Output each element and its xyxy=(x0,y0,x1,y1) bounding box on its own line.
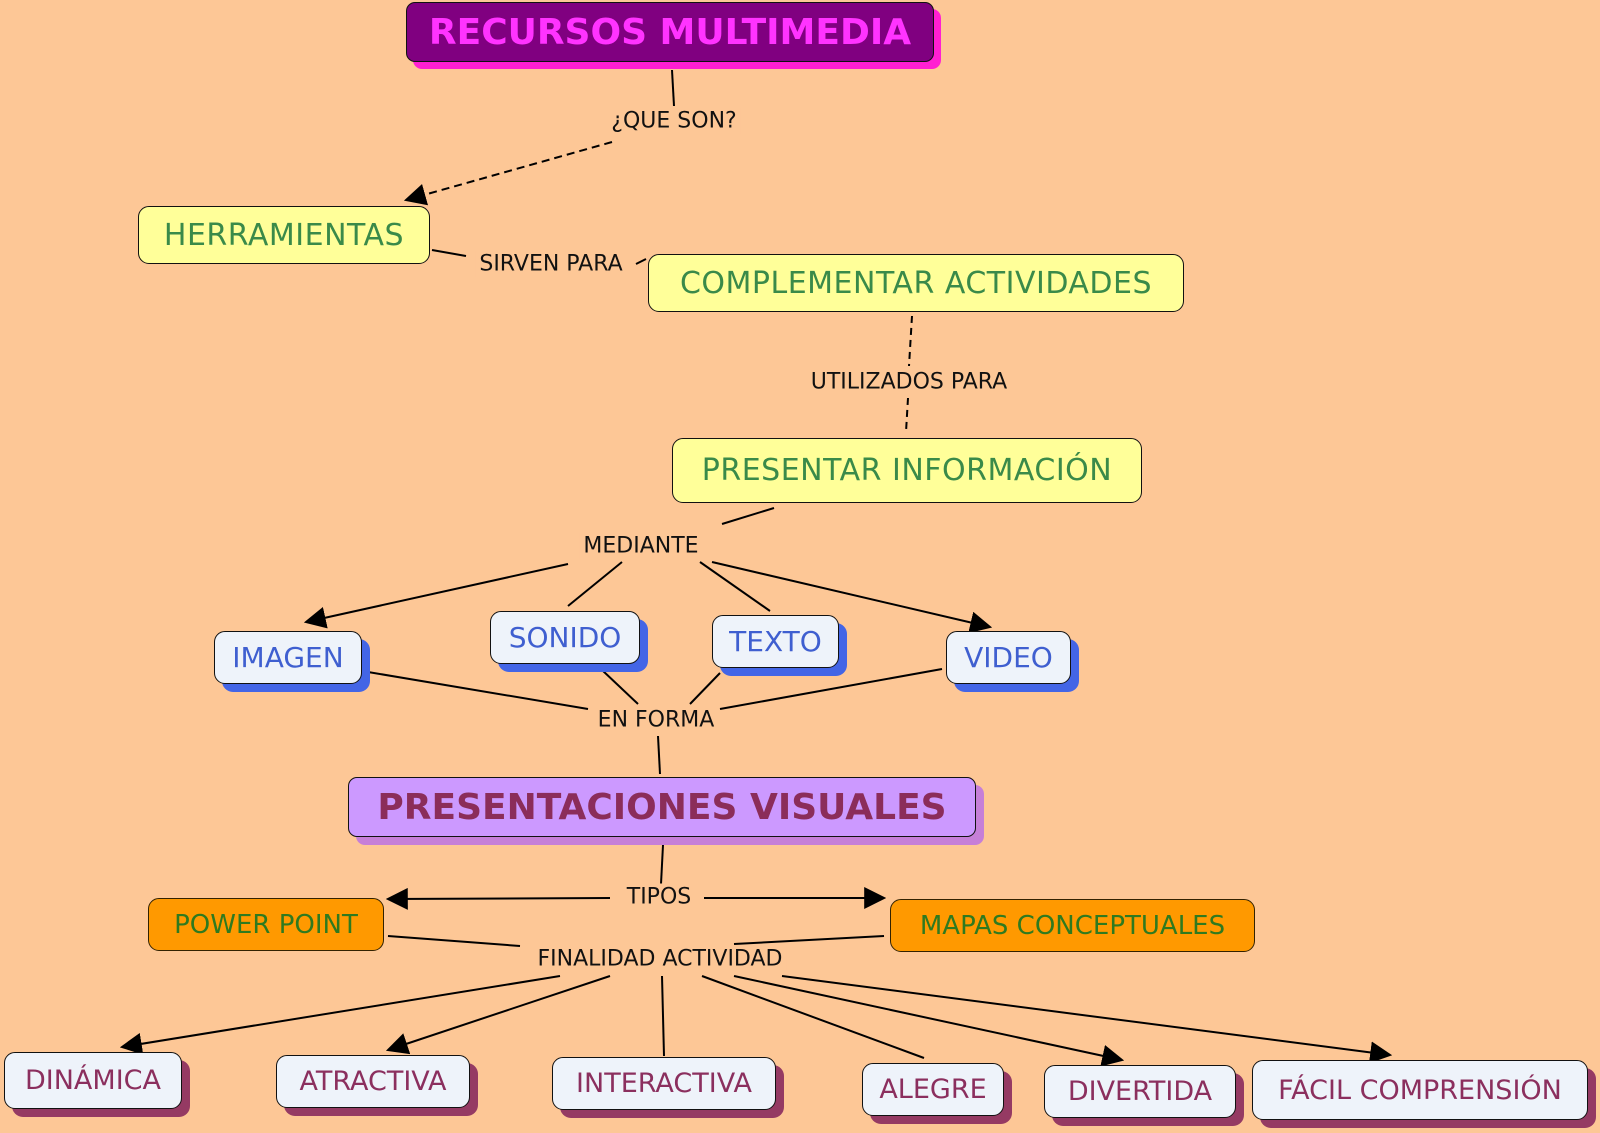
node-complementar-actividades: COMPLEMENTAR ACTIVIDADES xyxy=(648,254,1184,312)
title-node: RECURSOS MULTIMEDIA xyxy=(406,2,934,62)
edge-presvis-tipos xyxy=(660,844,664,885)
node-divertida: DIVERTIDA xyxy=(1044,1065,1236,1118)
edge-fin-facil xyxy=(781,975,1393,1064)
edge-mediante-sonido xyxy=(567,561,623,607)
edge-mediante-imagen xyxy=(303,563,569,629)
node-mapas-conceptuales: MAPAS CONCEPTUALES xyxy=(890,899,1255,952)
node-power-point: POWER POINT xyxy=(148,898,384,951)
edge-queson-herramientas xyxy=(403,141,613,206)
link-finalidad-actividad: FINALIDAD ACTIVIDAD xyxy=(533,945,787,973)
edge-fin-dinamica xyxy=(119,975,561,1055)
node-sonido: SONIDO xyxy=(490,611,640,664)
node-facil-comprension: FÁCIL COMPRENSIÓN xyxy=(1252,1060,1588,1120)
edge-sirven-comp xyxy=(635,258,647,265)
edge-powerpoint-finalidad xyxy=(387,935,521,947)
node-video: VIDEO xyxy=(946,631,1071,684)
node-dinamica: DINÁMICA xyxy=(4,1052,182,1109)
edge-mediante-video xyxy=(711,561,993,634)
link-sirven-para: SIRVEN PARA xyxy=(475,250,627,278)
edge-enforma-pres xyxy=(657,735,661,775)
edge-fin-interactiva xyxy=(661,975,665,1057)
edge-title-queson xyxy=(671,69,675,107)
node-atractiva: ATRACTIVA xyxy=(276,1055,470,1108)
edge-mediante-texto xyxy=(699,561,771,612)
link-mediante: MEDIANTE xyxy=(579,532,703,560)
edge-fin-alegre xyxy=(701,975,925,1059)
link-utilizados-para: UTILIZADOS PARA xyxy=(806,368,1012,396)
node-texto: TEXTO xyxy=(712,615,839,668)
link-en-forma: EN FORMA xyxy=(593,706,719,734)
edge-fin-atractiva xyxy=(385,975,611,1055)
edge-imagen-enforma xyxy=(367,671,589,710)
edge-video-enforma xyxy=(719,668,943,710)
edge-fin-divertida xyxy=(733,975,1125,1067)
edge-texto-enforma xyxy=(689,672,721,705)
node-interactiva: INTERACTIVA xyxy=(552,1057,776,1110)
edge-utilizados-pres xyxy=(905,397,909,433)
edge-sonido-enforma xyxy=(601,669,639,705)
edge-herr-sirven xyxy=(431,249,467,257)
node-herramientas: HERRAMIENTAS xyxy=(138,206,430,264)
link-que-son: ¿QUE SON? xyxy=(607,107,741,135)
node-presentaciones-visuales: PRESENTACIONES VISUALES xyxy=(348,777,976,837)
edge-pres-mediante xyxy=(721,507,775,525)
node-presentar-informacion: PRESENTAR INFORMACIÓN xyxy=(672,438,1142,503)
edge-mapas-finalidad xyxy=(733,935,885,945)
node-imagen: IMAGEN xyxy=(214,631,362,684)
edge-tipos-powerpoint xyxy=(385,887,611,910)
link-tipos: TIPOS xyxy=(622,883,696,911)
node-alegre: ALEGRE xyxy=(862,1063,1004,1116)
edge-comp-utilizados xyxy=(908,315,913,367)
